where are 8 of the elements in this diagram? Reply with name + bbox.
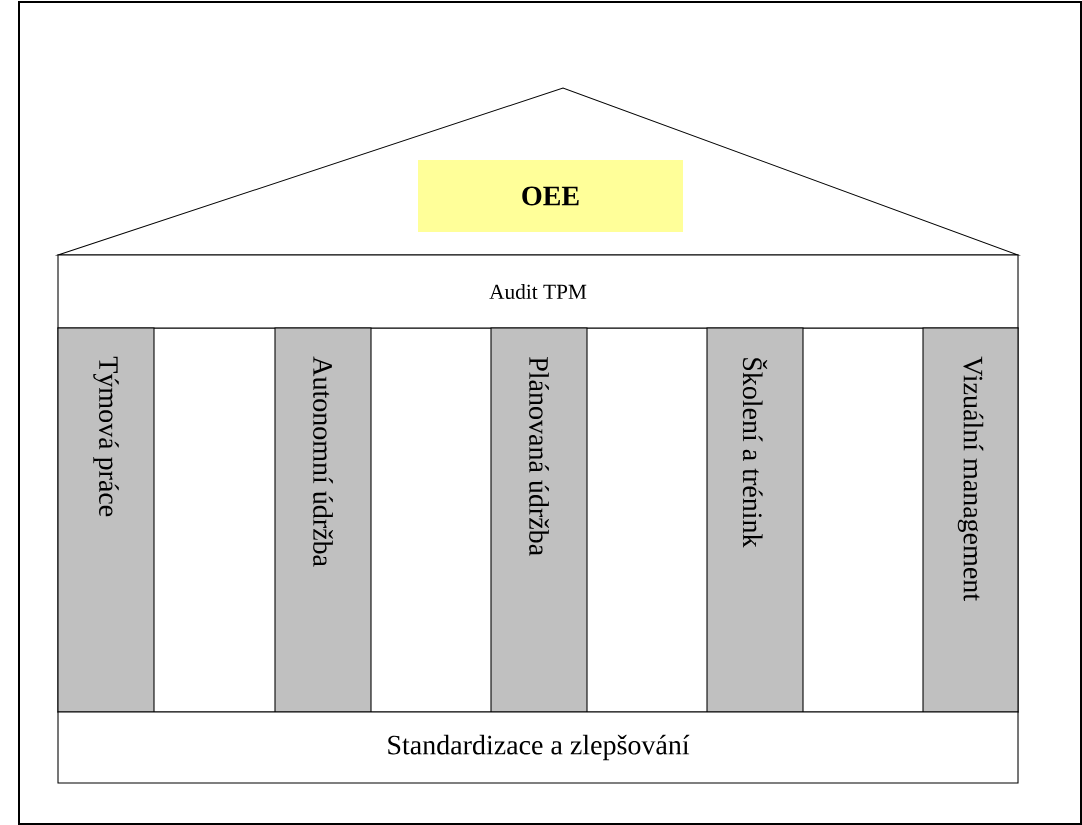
pillar: Školení a trénink bbox=[706, 327, 804, 713]
pillar: Týmová práce bbox=[57, 327, 155, 713]
title-box: OEE bbox=[418, 160, 683, 232]
beam-band: Audit TPM bbox=[57, 254, 1019, 329]
pillar: Plánovaná údržba bbox=[490, 327, 588, 713]
pillar: Autonomní údržba bbox=[274, 327, 372, 713]
pillar: Vizuální management bbox=[922, 327, 1019, 713]
base-band: Standardizace a zlepšování bbox=[57, 711, 1019, 784]
